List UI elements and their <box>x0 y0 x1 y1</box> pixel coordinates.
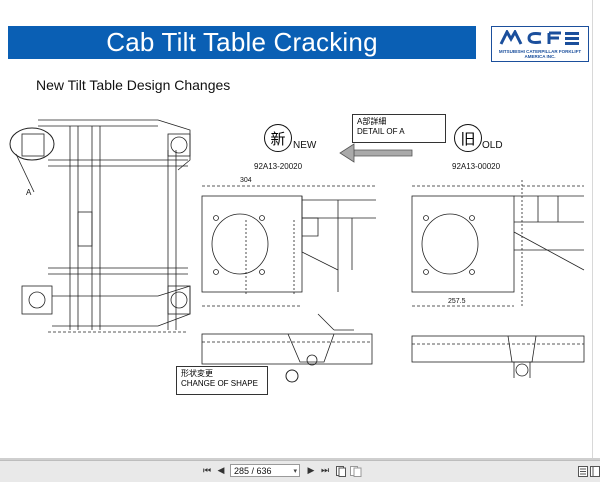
title-bar: Cab Tilt Table Cracking <box>8 26 476 59</box>
previous-page-button[interactable]: ◀ <box>217 466 225 476</box>
detail-of-a-box: A部詳細 DETAIL OF A <box>352 114 446 143</box>
slide-subtitle: New Tilt Table Design Changes <box>36 77 231 93</box>
viewer-toolbar: ⏮ ◀ 285 / 636 ▾ ▶ ⏭ <box>0 460 600 482</box>
mcf-logo: MITSUBISHI CATERPILLAR FORKLIFT AMERICA … <box>491 26 589 62</box>
old-dimension: 257.5 <box>448 298 466 305</box>
shape-en-label: CHANGE OF SHAPE <box>181 379 258 388</box>
slide-title: Cab Tilt Table Cracking <box>106 27 378 57</box>
old-kanji-badge: 旧 <box>454 124 482 152</box>
old-label: OLD <box>482 140 503 151</box>
page-number-input[interactable]: 285 / 636 ▾ <box>230 464 300 477</box>
logo-subtext: MITSUBISHI CATERPILLAR FORKLIFT AMERICA … <box>498 49 582 59</box>
first-page-button[interactable]: ⏮ <box>202 466 212 476</box>
engineering-drawing <box>9 119 585 383</box>
two-page-icon[interactable] <box>350 466 362 477</box>
new-kanji-badge: 新 <box>264 124 292 152</box>
next-page-button[interactable]: ▶ <box>307 466 315 476</box>
document-viewport: Cab Tilt Table Cracking MITSUBISHI CATER… <box>8 0 593 458</box>
old-part-number: 92A13-00020 <box>452 162 501 171</box>
new-label: NEW <box>293 140 317 151</box>
shape-jp-label: 形状変更 <box>181 369 213 378</box>
page-layout-icon[interactable] <box>578 466 588 477</box>
last-page-button[interactable]: ⏭ <box>320 466 330 476</box>
fit-width-icon[interactable] <box>590 466 600 477</box>
change-of-shape-box: 形状変更 CHANGE OF SHAPE <box>176 366 268 395</box>
chevron-down-icon[interactable]: ▾ <box>293 468 297 475</box>
slide-page: Cab Tilt Table Cracking MITSUBISHI CATER… <box>8 0 593 458</box>
horizontal-divider <box>0 458 600 460</box>
detail-jp-label: A部詳細 <box>357 117 387 126</box>
detail-en-label: DETAIL OF A <box>357 127 405 136</box>
new-part-number: 92A13-20020 <box>254 162 303 171</box>
mcf-logo-icon <box>497 30 581 46</box>
single-page-icon[interactable] <box>336 466 346 477</box>
page-number-value: 285 / 636 <box>234 466 272 476</box>
point-a-label: A <box>26 188 32 197</box>
new-dimension: 304 <box>240 177 252 184</box>
